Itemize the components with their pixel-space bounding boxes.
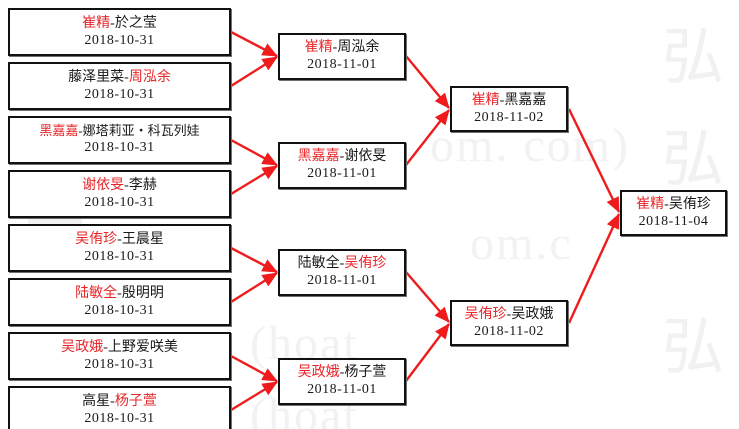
match-box-r1-7[interactable]: 吴政娥-上野爱咲美 2018-10-31 bbox=[8, 332, 231, 380]
match-date: 2018-11-01 bbox=[307, 57, 377, 72]
match-date: 2018-10-31 bbox=[84, 410, 155, 426]
match-players: 崔精-黑嘉嘉 bbox=[472, 93, 547, 109]
match-date: 2018-10-31 bbox=[84, 356, 155, 372]
match-date: 2018-11-01 bbox=[307, 382, 377, 397]
separator: - bbox=[339, 149, 345, 165]
match-players: 吴侑珍-吴政娥 bbox=[465, 307, 554, 323]
loser-name: 吴政娥 bbox=[511, 306, 554, 322]
match-players: 黑嘉嘉-娜塔莉亚・科瓦列娃 bbox=[39, 124, 199, 139]
match-date: 2018-11-01 bbox=[307, 273, 377, 288]
loser-name: 上野爱咲美 bbox=[107, 339, 178, 355]
loser-name: 周泓余 bbox=[337, 40, 380, 56]
match-box-r1-4[interactable]: 谢依旻-李赫 2018-10-31 bbox=[8, 170, 231, 218]
separator: - bbox=[339, 256, 345, 272]
winner-name: 陆敏全 bbox=[75, 285, 118, 301]
winner-name: 崔精 bbox=[636, 196, 665, 212]
winner-name: 谢依旻 bbox=[82, 177, 125, 193]
match-players: 吴侑珍-王晨星 bbox=[75, 232, 164, 248]
winner-name: 崔精 bbox=[82, 15, 111, 31]
match-box-r1-2[interactable]: 藤泽里菜-周泓余 2018-10-31 bbox=[8, 62, 231, 110]
loser-name: 殷明明 bbox=[121, 285, 164, 301]
match-box-r1-3[interactable]: 黑嘉嘉-娜塔莉亚・科瓦列娃 2018-10-31 bbox=[8, 116, 231, 164]
winner-name: 杨子萱 bbox=[114, 393, 157, 409]
separator: - bbox=[117, 285, 122, 301]
winner-name: 崔精 bbox=[471, 92, 500, 108]
match-box-r1-1[interactable]: 崔精-於之莹 2018-10-31 bbox=[8, 8, 231, 56]
winner-name: 吴侑珍 bbox=[75, 231, 118, 247]
winner-name: 周泓余 bbox=[128, 69, 171, 85]
match-date: 2018-11-02 bbox=[474, 109, 544, 125]
match-players: 谢依旻-李赫 bbox=[82, 178, 157, 194]
separator: - bbox=[339, 365, 345, 381]
loser-name: 於之莹 bbox=[114, 15, 157, 31]
match-players: 黑嘉嘉-谢依旻 bbox=[298, 149, 387, 165]
match-box-sf-2[interactable]: 吴侑珍-吴政娥 2018-11-02 bbox=[450, 300, 568, 346]
match-box-sf-1[interactable]: 崔精-黑嘉嘉 2018-11-02 bbox=[450, 86, 568, 132]
match-players: 陆敏全-殷明明 bbox=[75, 286, 164, 302]
match-date: 2018-11-02 bbox=[474, 323, 544, 339]
match-box-r2-2[interactable]: 黑嘉嘉-谢依旻 2018-11-01 bbox=[278, 142, 406, 189]
match-players: 高星-杨子萱 bbox=[82, 394, 157, 410]
connector-group-sf-final bbox=[567, 108, 621, 324]
loser-name: 李赫 bbox=[128, 177, 157, 193]
match-box-r1-8[interactable]: 高星-杨子萱 2018-10-31 bbox=[8, 386, 231, 429]
winner-name: 吴政娥 bbox=[61, 339, 104, 355]
match-players: 吴政娥-上野爱咲美 bbox=[61, 340, 178, 356]
match-players: 崔精-吴侑珍 bbox=[636, 197, 711, 213]
match-players: 藤泽里菜-周泓余 bbox=[68, 70, 171, 86]
separator: - bbox=[78, 123, 83, 139]
match-players: 吴政娥-杨子萱 bbox=[298, 365, 387, 381]
match-date: 2018-11-01 bbox=[307, 166, 377, 181]
match-box-r2-1[interactable]: 崔精-周泓余 2018-11-01 bbox=[278, 33, 406, 80]
match-date: 2018-10-31 bbox=[84, 302, 155, 318]
connector-group-r2-sf bbox=[405, 55, 450, 382]
separator: - bbox=[124, 177, 129, 193]
match-box-r1-5[interactable]: 吴侑珍-王晨星 2018-10-31 bbox=[8, 224, 231, 272]
match-date: 2018-11-04 bbox=[638, 213, 709, 229]
winner-name: 崔精 bbox=[304, 40, 333, 56]
loser-name: 娜塔莉亚・科瓦列娃 bbox=[82, 123, 200, 139]
match-box-final[interactable]: 崔精-吴侑珍 2018-11-04 bbox=[620, 190, 727, 236]
match-date: 2018-10-31 bbox=[84, 248, 155, 264]
separator: - bbox=[499, 92, 505, 108]
match-box-r1-6[interactable]: 陆敏全-殷明明 2018-10-31 bbox=[8, 278, 231, 326]
separator: - bbox=[332, 40, 338, 56]
loser-name: 谢依旻 bbox=[344, 149, 387, 165]
loser-name: 王晨星 bbox=[121, 231, 164, 247]
loser-name: 藤泽里菜 bbox=[68, 69, 125, 85]
match-date: 2018-10-31 bbox=[84, 194, 155, 210]
match-players: 崔精-於之莹 bbox=[82, 16, 157, 32]
loser-name: 吴侑珍 bbox=[668, 196, 711, 212]
separator: - bbox=[110, 15, 115, 31]
separator: - bbox=[110, 393, 115, 409]
match-players: 陆敏全-吴侑珍 bbox=[298, 256, 387, 272]
loser-name: 杨子萱 bbox=[344, 365, 387, 381]
match-date: 2018-10-31 bbox=[84, 86, 155, 102]
separator: - bbox=[664, 196, 669, 212]
loser-name: 高星 bbox=[82, 393, 111, 409]
winner-name: 吴侑珍 bbox=[464, 306, 507, 322]
separator: - bbox=[103, 339, 108, 355]
winner-name: 黑嘉嘉 bbox=[297, 149, 340, 165]
match-box-r2-3[interactable]: 陆敏全-吴侑珍 2018-11-01 bbox=[278, 249, 406, 296]
separator: - bbox=[506, 306, 512, 322]
winner-name: 吴侑珍 bbox=[344, 256, 387, 272]
winner-name: 黑嘉嘉 bbox=[39, 123, 79, 139]
loser-name: 陆敏全 bbox=[297, 256, 340, 272]
match-date: 2018-10-31 bbox=[84, 32, 155, 48]
match-players: 崔精-周泓余 bbox=[305, 40, 380, 56]
loser-name: 黑嘉嘉 bbox=[504, 92, 547, 108]
separator: - bbox=[124, 69, 129, 85]
winner-name: 吴政娥 bbox=[297, 365, 340, 381]
connector-group-r1-r2 bbox=[230, 30, 278, 412]
match-box-r2-4[interactable]: 吴政娥-杨子萱 2018-11-01 bbox=[278, 358, 406, 405]
separator: - bbox=[117, 231, 122, 247]
match-date: 2018-10-31 bbox=[84, 139, 155, 155]
